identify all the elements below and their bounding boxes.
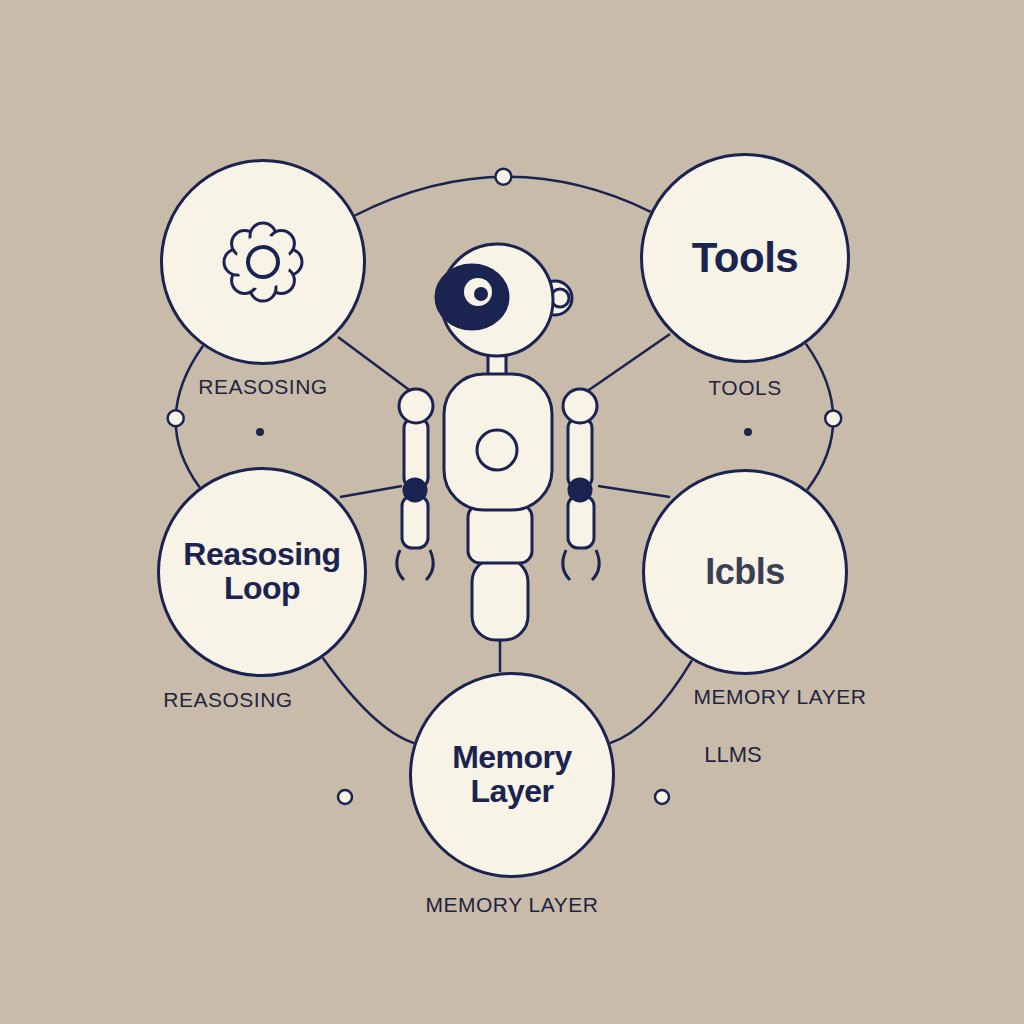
- leader-line: [598, 486, 670, 497]
- leader-line: [499, 640, 502, 672]
- robot-figure: [399, 389, 433, 423]
- circle-label: Icbls: [705, 553, 785, 591]
- robot-figure: [404, 418, 428, 488]
- robot-figure: [568, 496, 594, 548]
- robot-figure: [436, 265, 508, 329]
- circle-caption: MEMORY LAYER: [422, 893, 603, 917]
- robot-figure: [474, 287, 488, 301]
- robot-figure: [569, 479, 591, 501]
- gear-ring: [248, 247, 278, 277]
- circle-label: Reasosing Loop: [178, 538, 346, 605]
- connector-dot: [495, 169, 511, 185]
- decor-dot: [655, 790, 669, 804]
- robot-figure: [397, 244, 599, 640]
- free-label: LLMS: [700, 742, 765, 768]
- robot-figure: [464, 278, 492, 306]
- tools-circle: ToolsTOOLS: [640, 153, 850, 363]
- circle-caption: TOOLS: [704, 376, 785, 400]
- circle-caption: REASOSING: [194, 375, 331, 399]
- decor-dot: [338, 790, 352, 804]
- connector-dot: [168, 410, 184, 426]
- connector-arc: [610, 660, 692, 743]
- connector-arc: [323, 658, 414, 743]
- robot-figure: [402, 496, 428, 548]
- leader-line: [338, 334, 670, 672]
- robot-figure: [468, 505, 532, 563]
- decor-dot: [744, 428, 752, 436]
- leader-line: [340, 486, 402, 497]
- leader-line: [338, 337, 412, 392]
- gear-circle: REASOSING: [160, 159, 366, 365]
- connector-dot: [825, 410, 841, 426]
- gear-body: [236, 235, 290, 289]
- leader-line: [586, 334, 670, 392]
- circle-label: Memory Layer: [430, 741, 595, 808]
- circle-label: Tools: [692, 236, 798, 280]
- robot-figure: [563, 389, 597, 423]
- decor-dot: [256, 428, 264, 436]
- loop-circle: Reasosing LoopREASOSING: [157, 467, 367, 677]
- robot-figure: [404, 479, 426, 501]
- robot-figure: [477, 430, 517, 470]
- memory-circle: Memory LayerMEMORY LAYER: [409, 672, 615, 878]
- robot-figure: [397, 550, 433, 580]
- robot-figure: [444, 374, 552, 510]
- robot-figure: [563, 550, 599, 580]
- gear-icon: [213, 212, 313, 312]
- circle-caption: MEMORY LAYER: [690, 685, 871, 709]
- circle-caption: REASOSING: [159, 688, 296, 712]
- robot-figure: [472, 558, 528, 640]
- tools-circle: IcblsMEMORY LAYER: [642, 469, 848, 675]
